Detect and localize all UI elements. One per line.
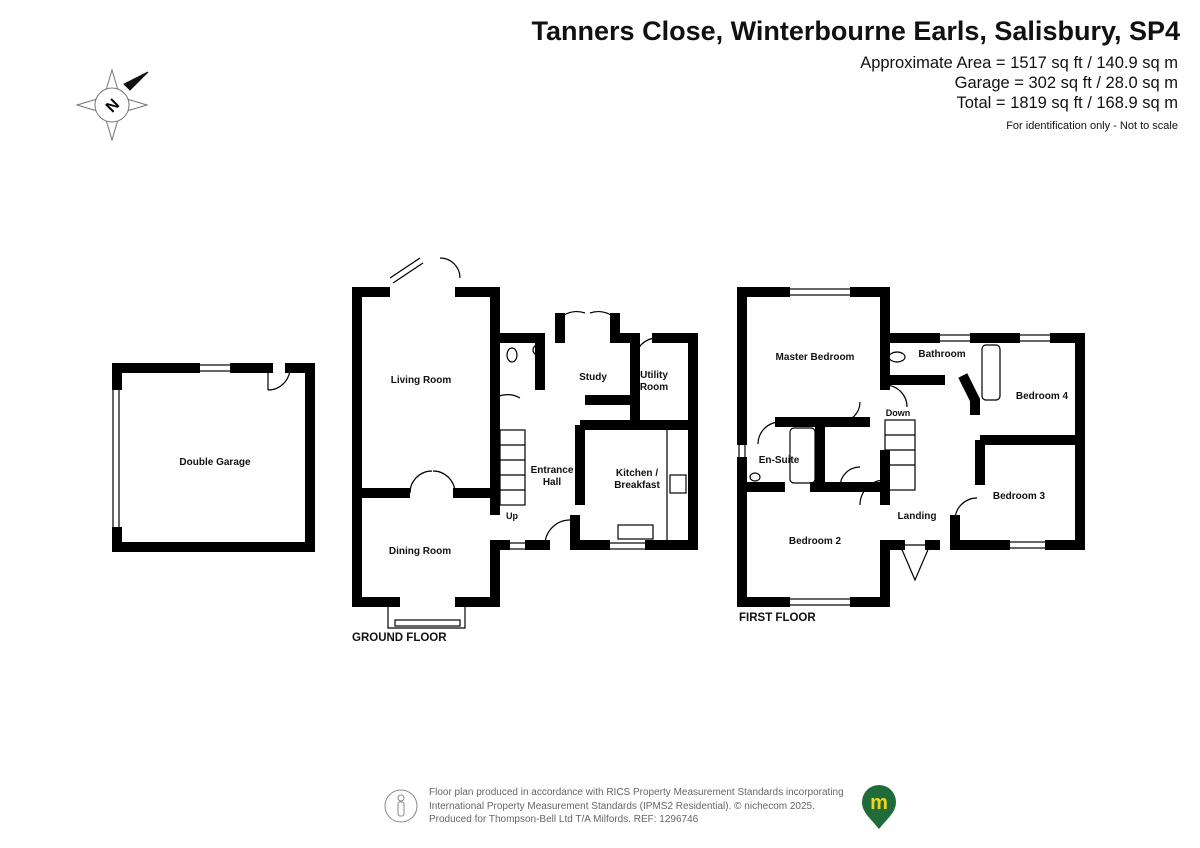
room-bedroom-4: Bedroom 4 <box>1015 391 1069 402</box>
compass-icon <box>75 68 149 142</box>
room-study: Study <box>579 372 607 383</box>
room-dining-room: Dining Room <box>388 546 452 557</box>
first-floor-label: FIRST FLOOR <box>739 612 816 624</box>
footer-line: Floor plan produced in accordance with R… <box>429 787 844 798</box>
ground-floor-walls <box>352 287 698 607</box>
room-master-bedroom: Master Bedroom <box>775 352 855 363</box>
stairs-down-label: Down <box>885 408 911 418</box>
fixtures <box>112 257 1056 629</box>
room-landing: Landing <box>897 511 937 522</box>
garage-walls <box>112 363 315 552</box>
stairs-up-label: Up <box>506 511 518 521</box>
footer-line: Produced for Thompson-Bell Ltd T/A Milfo… <box>429 814 699 825</box>
room-double-garage: Double Garage <box>179 457 251 468</box>
room-bedroom-2: Bedroom 2 <box>788 536 842 547</box>
area-summary: Approximate Area = 1517 sq ft / 140.9 sq… <box>860 53 1178 113</box>
room-kitchen-breakfast: Kitchen / Breakfast <box>614 468 660 491</box>
logo-letter: m <box>870 792 888 814</box>
room-bathroom: Bathroom <box>918 349 966 360</box>
room-utility: Utility Room <box>639 370 669 393</box>
milfords-logo: m <box>862 785 896 829</box>
area-approx: Approximate Area = 1517 sq ft / 140.9 sq… <box>860 54 1178 72</box>
room-bedroom-3: Bedroom 3 <box>992 491 1046 502</box>
area-total: Total = 1819 sq ft / 168.9 sq m <box>956 94 1178 112</box>
area-garage: Garage = 302 sq ft / 28.0 sq m <box>954 74 1178 92</box>
room-en-suite: En-Suite <box>758 455 800 466</box>
footer-line: International Property Measurement Stand… <box>429 800 815 812</box>
ground-floor-label: GROUND FLOOR <box>352 632 447 644</box>
scale-note: For identification only - Not to scale <box>1006 120 1178 132</box>
room-entrance-hall: Entrance Hall <box>530 465 574 488</box>
room-living-room: Living Room <box>390 375 452 386</box>
first-floor-walls <box>737 287 1085 607</box>
person-scale-icon <box>384 789 418 823</box>
property-title: Tanners Close, Winterbourne Earls, Salis… <box>531 16 1180 46</box>
footer-disclaimer: Floor plan produced in accordance with R… <box>429 786 844 827</box>
